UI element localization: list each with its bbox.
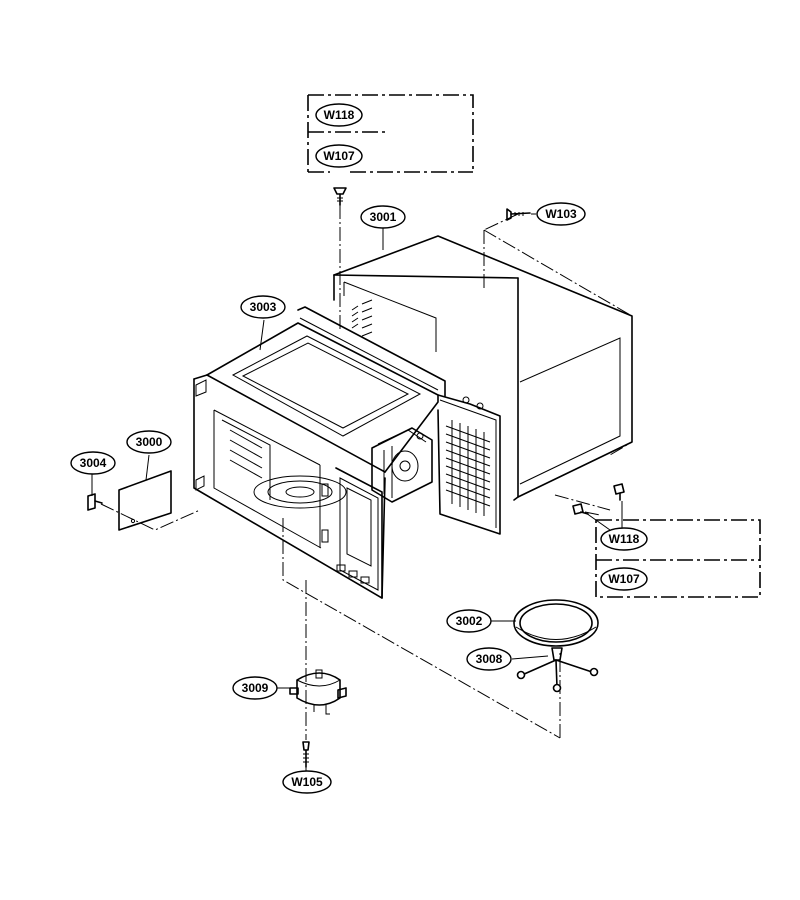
callout-label: W107 [608,572,640,586]
screw-3004 [87,493,103,511]
back-panel-vents [445,420,491,516]
callout-label: W118 [324,108,355,122]
screw-w105 [302,741,310,768]
motor-assembly [371,427,433,503]
alignment-lines [100,205,633,740]
callout-label: W103 [545,207,577,221]
callout-w105: W105 [282,770,332,794]
callout-w107-top: W107 [315,144,363,168]
callout-w107-right: W107 [600,567,648,591]
callout-label: 3008 [476,652,503,666]
callout-w118-top: W118 [315,103,363,127]
callout-label: W107 [323,149,355,163]
callout-label: 3003 [250,300,277,314]
callout-3000: 3000 [126,430,172,454]
callout-3002: 3002 [446,609,492,633]
outer-cabinet [333,235,633,501]
callout-3004: 3004 [70,451,116,475]
callout-label: 3009 [242,681,269,695]
callout-label: W118 [609,532,640,546]
cabinet-vents [351,299,373,337]
callout-label: W105 [291,775,323,789]
callout-w118-right: W118 [600,527,648,551]
callout-label: 3004 [80,456,107,470]
legend-box-top [307,94,474,173]
screw-w107-top [333,187,347,206]
callout-3001: 3001 [360,205,406,229]
screw-w103 [506,208,531,221]
screw-w118-right-upper [613,483,625,501]
turntable-plate [513,599,599,647]
callout-3003: 3003 [240,295,286,319]
legend-box-right [595,519,761,598]
turntable-motor [289,669,347,715]
back-panel [437,394,501,535]
callout-label: 3000 [136,435,163,449]
cover-plate [118,470,172,531]
callout-3008: 3008 [466,647,512,671]
callout-label: 3001 [370,210,397,224]
callout-label: 3002 [456,614,483,628]
callout-w103: W103 [536,202,586,226]
callout-3009: 3009 [232,676,278,700]
roller-support [516,647,599,693]
oven-cavity [193,306,446,599]
leader-lines [91,213,623,772]
